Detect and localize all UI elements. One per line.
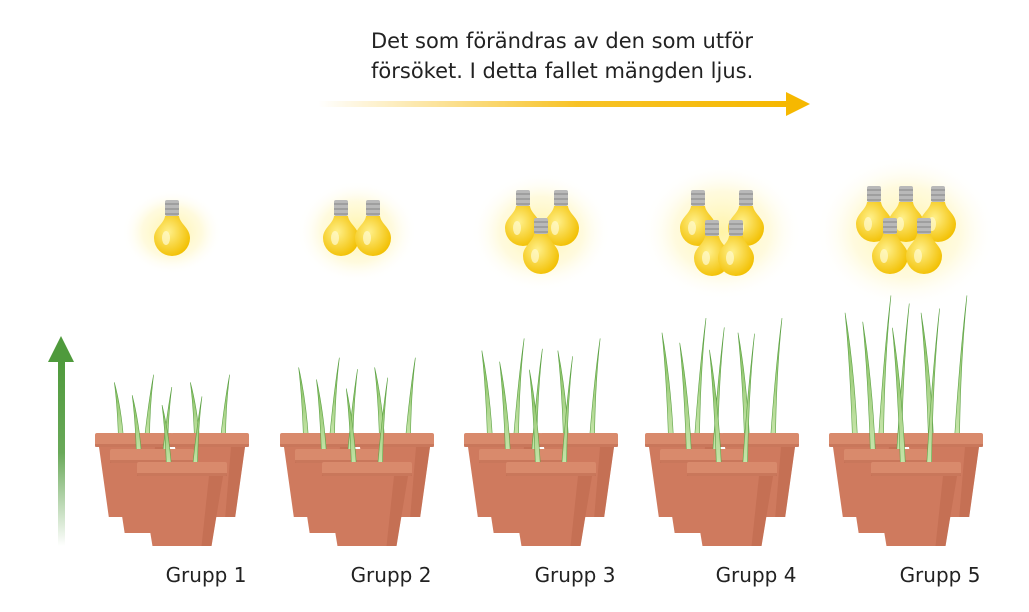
flower-pot-icon: [687, 462, 777, 546]
light-glow: [642, 164, 802, 300]
group-label: Grupp 4: [715, 563, 797, 587]
sprout-leaf: [694, 318, 707, 440]
light-bulb-icon: [718, 220, 754, 276]
sprout-leaf: [926, 308, 940, 469]
light-bulb-icon: [355, 200, 391, 256]
sprout-leaf: [316, 379, 327, 456]
group-label: Grupp 3: [534, 563, 616, 587]
sprout-leaf: [892, 327, 906, 469]
sprout-leaf: [878, 295, 892, 440]
sprout-leaf: [679, 342, 692, 456]
groups-layer: [95, 155, 996, 546]
group-label: Grupp 1: [165, 563, 247, 587]
light-bulb-icon: [906, 218, 942, 274]
light-bulb-icon: [523, 218, 559, 274]
caption-line-1: Det som förändras av den som utför: [371, 29, 753, 53]
sprout-leaf: [329, 357, 340, 440]
sprout-leaf: [499, 361, 511, 456]
sprout-leaf: [661, 332, 674, 440]
sprout-leaf: [770, 318, 783, 440]
light-bulb-icon: [505, 190, 541, 246]
sprout-leaf: [844, 312, 858, 440]
group-label: Grupp 2: [350, 563, 432, 587]
sprout-leaf: [709, 349, 722, 469]
sprout-leaf: [589, 338, 601, 440]
sprout-leaf: [513, 338, 525, 440]
sprout-leaf: [529, 369, 541, 469]
light-bulb-icon: [323, 200, 359, 256]
flower-pot-icon: [506, 462, 596, 546]
experiment-group: [816, 155, 996, 546]
sprout-leaf: [131, 395, 142, 456]
sprout-leaf: [481, 350, 493, 440]
flower-pot-icon: [871, 462, 961, 546]
experiment-group: [464, 172, 618, 546]
sprout-leaf: [144, 374, 154, 440]
sprout-leaf: [377, 377, 389, 469]
growth-arrow-icon: [48, 336, 74, 546]
sprout-leaf: [298, 367, 309, 440]
flower-pot-icon: [137, 462, 227, 546]
light-bulb-icon: [543, 190, 579, 246]
sprout-leaf: [345, 388, 357, 469]
caption-line-2: försöket. I detta fallet mängden ljus.: [371, 59, 754, 83]
light-bulb-icon: [154, 200, 190, 256]
flower-pot-icon: [322, 462, 412, 546]
caption: Det som förändras av den som utför försö…: [371, 26, 831, 86]
group-label: Grupp 5: [899, 563, 981, 587]
sprout-leaf: [561, 356, 573, 469]
experiment-group: [642, 164, 802, 546]
experiment-group: [95, 189, 249, 546]
sprout-leaf: [954, 295, 968, 440]
sprout-leaf: [192, 396, 203, 469]
light-bulb-icon: [872, 218, 908, 274]
light-arrow-icon: [318, 92, 810, 116]
experiment-group: [280, 181, 434, 546]
sprout-leaf: [405, 357, 416, 440]
sprout-leaf: [742, 333, 755, 469]
sprout-leaf: [220, 374, 230, 440]
sprout-leaf: [114, 382, 124, 440]
sprout-leaf: [161, 405, 172, 469]
sprout-leaf: [862, 321, 876, 456]
